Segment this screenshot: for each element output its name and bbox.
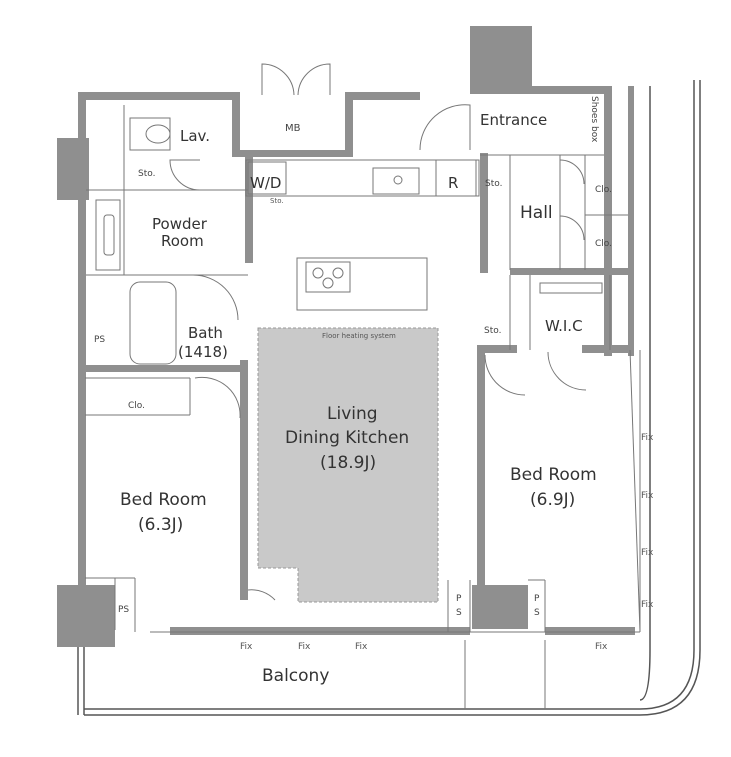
floor-heating-area: [257, 327, 439, 603]
sto-label-wic: Sto.: [484, 326, 501, 336]
fix-label-7: Fix: [641, 548, 654, 558]
fix-label-1: Fix: [240, 642, 253, 652]
wd-label: W/D: [250, 174, 281, 192]
ps-label-s-1: S: [456, 608, 462, 618]
ps-label-p-1: P: [456, 594, 462, 604]
sto-label-lav: Sto.: [138, 169, 155, 179]
door-swings: [169, 63, 587, 601]
column-left-upper: [57, 138, 89, 200]
clo-label-bed-left: Clo.: [128, 401, 145, 411]
fix-label-2: Fix: [298, 642, 311, 652]
sto-label-hall: Sto.: [485, 179, 502, 189]
column-top-right: [470, 26, 532, 88]
living-label: Living: [327, 404, 378, 424]
floor-heating-label: Floor heating system: [322, 332, 396, 340]
powder-room-label-2: Room: [161, 232, 204, 250]
ps-label-p-2: P: [534, 594, 540, 604]
shoes-box-label: Shoes box: [589, 96, 599, 143]
fix-label-3: Fix: [355, 642, 368, 652]
balcony-label: Balcony: [262, 666, 329, 686]
clo-label-hall-1: Clo.: [595, 185, 612, 195]
fixtures: [95, 117, 603, 365]
wic-label: W.I.C: [545, 317, 583, 335]
clo-label-hall-2: Clo.: [595, 239, 612, 249]
lav-label: Lav.: [180, 127, 210, 145]
ps-label-bed-left: PS: [118, 605, 129, 615]
bed-room-left-label: Bed Room: [120, 490, 207, 510]
balcony-edge: [77, 80, 701, 716]
entrance-label: Entrance: [480, 111, 547, 129]
living-size-label: (18.9J): [320, 453, 376, 473]
fix-label-6: Fix: [641, 491, 654, 501]
fix-label-4: Fix: [595, 642, 608, 652]
fix-label-8: Fix: [641, 600, 654, 610]
interior-lines: [85, 105, 641, 633]
dining-kitchen-label: Dining Kitchen: [285, 428, 409, 448]
powder-room-label-1: Powder: [152, 215, 208, 233]
r-label: R: [448, 174, 458, 192]
bed-room-left-size: (6.3J): [138, 515, 183, 535]
bed-room-right-size: (6.9J): [530, 490, 575, 510]
ps-label-bath: PS: [94, 335, 105, 345]
column-bottom-center: [472, 585, 528, 629]
fix-label-5: Fix: [641, 433, 654, 443]
bed-room-right-label: Bed Room: [510, 465, 597, 485]
sto-label-wd: Sto.: [270, 197, 284, 205]
bath-size-label: (1418): [178, 343, 228, 361]
ps-label-s-2: S: [534, 608, 540, 618]
mb-label: MB: [285, 123, 301, 134]
column-left-lower: [57, 585, 115, 647]
bath-label: Bath: [188, 324, 223, 342]
exterior-walls: [78, 86, 635, 635]
hall-label: Hall: [520, 203, 553, 223]
